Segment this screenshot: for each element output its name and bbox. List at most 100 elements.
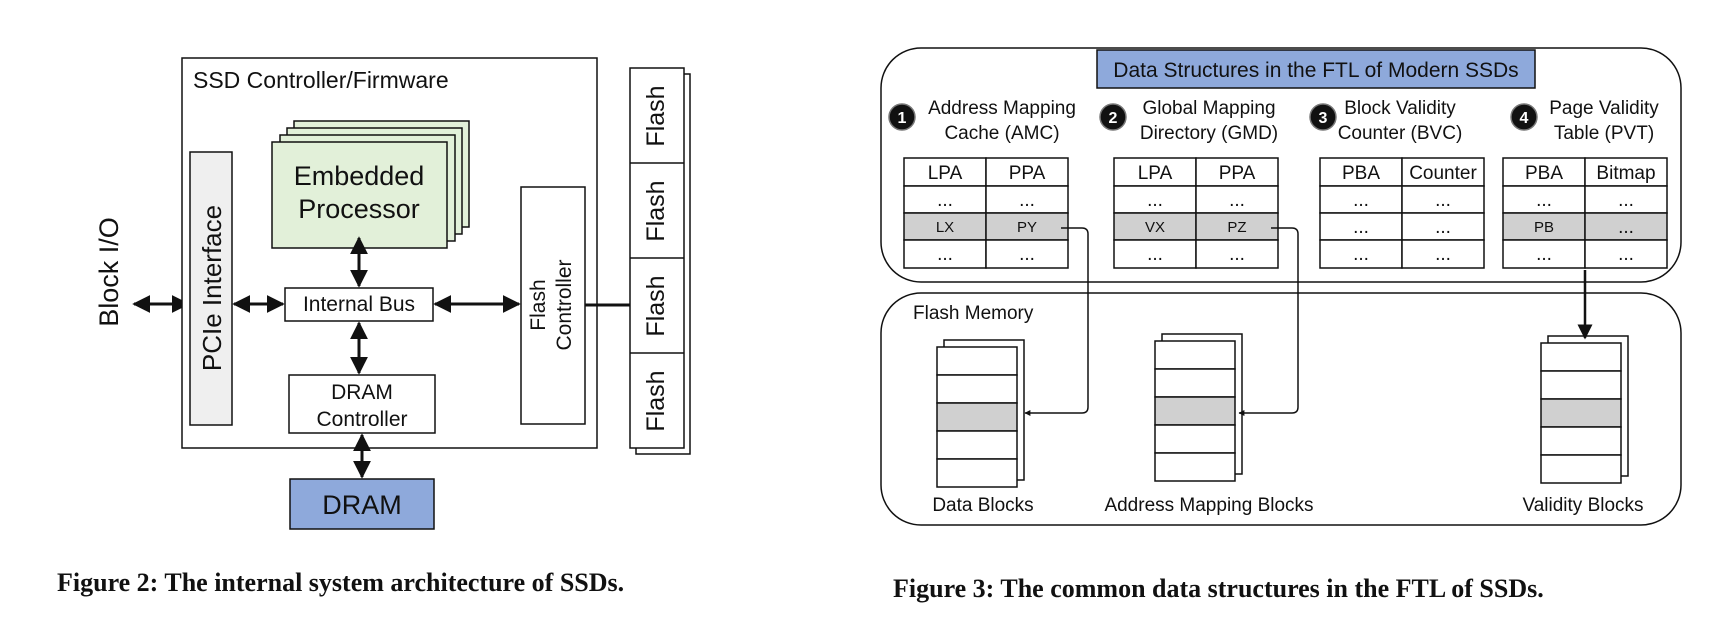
flash-memory-panel — [880, 292, 1682, 526]
dram-controller-box — [288, 374, 436, 434]
table-cell-text: ... — [1229, 244, 1245, 265]
gmd-to-mapping-blocks-arrow — [1238, 227, 1299, 416]
table-cell-text: ... — [1618, 190, 1634, 211]
flash-page-row — [936, 458, 1018, 488]
table-cell-text: ... — [937, 190, 953, 211]
ftl-title-box — [1096, 49, 1536, 89]
svg-text:Global Mapping: Global Mapping — [1142, 98, 1275, 119]
table-header-text: Bitmap — [1596, 163, 1655, 184]
validity-block-stack — [1540, 335, 1629, 484]
flash-controller-line2: Controller — [553, 259, 576, 350]
flash-page-row — [1540, 342, 1622, 372]
flash-page-row — [936, 430, 1018, 460]
table-cell-text: PY — [1017, 219, 1037, 236]
svg-text:Cache (AMC): Cache (AMC) — [944, 123, 1059, 144]
figure-2: Block I/O SSD Controller/Firmware PCIe I… — [57, 57, 691, 597]
table-cell-text: ... — [1353, 190, 1369, 211]
internal-bus-box — [284, 287, 434, 322]
validity-blocks-label: Validity Blocks — [1522, 495, 1643, 516]
svg-text:Table (PVT): Table (PVT) — [1554, 123, 1654, 144]
table-cell-text: ... — [1435, 244, 1451, 265]
svg-text:Directory (GMD): Directory (GMD) — [1140, 123, 1278, 144]
flash-page-row — [936, 374, 1018, 404]
table-header-text: LPA — [1138, 163, 1173, 184]
table-cell-text: ... — [1353, 217, 1369, 238]
table-cell-text: ... — [1536, 244, 1552, 265]
table-cell-text: ... — [1019, 244, 1035, 265]
flash-page-row — [1154, 424, 1236, 454]
table-header-text: PBA — [1342, 163, 1380, 184]
table-header-text: PPA — [1009, 163, 1046, 184]
table-cell-text: ... — [1618, 217, 1634, 238]
flash-page-row — [1540, 426, 1622, 456]
table-header-text: PBA — [1525, 163, 1563, 184]
table-cell — [1195, 212, 1279, 241]
table-cell — [1195, 239, 1279, 269]
dram-controller-line1: DRAM — [331, 381, 393, 404]
address-mapping-block-stack — [1154, 333, 1243, 482]
table-cell-text: ... — [1229, 190, 1245, 211]
embedded-processor-stack: Embedded Processor — [271, 120, 470, 249]
svg-text:3: 3 — [1319, 110, 1328, 127]
flash-page-row — [1540, 398, 1622, 428]
table-cell — [1319, 185, 1403, 214]
table-header-text: Counter — [1409, 163, 1477, 184]
table-cell — [903, 239, 987, 269]
embedded-processor-box — [271, 141, 448, 249]
table-cell — [985, 212, 1069, 241]
flash-chip-1: Flash — [642, 85, 670, 146]
flash-controller-box — [520, 186, 586, 425]
internal-bus-label: Internal Bus — [303, 293, 415, 316]
flash-page-row — [1540, 370, 1622, 400]
flash-memory-label: Flash Memory — [913, 303, 1034, 324]
flash-chip-2: Flash — [642, 180, 670, 241]
table-cell — [1195, 185, 1279, 214]
flash-chip-stack: Flash Flash Flash Flash — [629, 67, 691, 455]
table-cell — [1401, 239, 1485, 269]
ftl-title: Data Structures in the FTL of Modern SSD… — [1113, 59, 1518, 82]
table-cell — [1113, 185, 1197, 214]
dram-controller-line2: Controller — [316, 408, 407, 431]
table-cell — [1584, 185, 1668, 214]
figure-3-caption: Figure 3: The common data structures in … — [893, 574, 1544, 603]
table-cell-text: ... — [937, 244, 953, 265]
table-label-bvc: 3 Block Validity Counter (BVC) — [1309, 98, 1463, 144]
svg-text:Counter (BVC): Counter (BVC) — [1338, 123, 1463, 144]
address-mapping-blocks-label: Address Mapping Blocks — [1104, 495, 1313, 516]
table-header-cell — [1195, 157, 1279, 187]
table-cell — [1584, 239, 1668, 269]
pcie-interface-box — [189, 151, 233, 426]
table-cell-text: VX — [1145, 219, 1165, 236]
table-header-cell — [1113, 157, 1197, 187]
data-blocks-label: Data Blocks — [932, 495, 1033, 516]
table-header-text: PPA — [1219, 163, 1256, 184]
table-cell — [985, 185, 1069, 214]
embedded-processor-line2: Processor — [298, 194, 420, 224]
table-cell — [1113, 239, 1197, 269]
flash-page-row — [1154, 452, 1236, 482]
table-cell-text: PZ — [1227, 219, 1246, 236]
flash-page-row — [1540, 454, 1622, 484]
table-cell-text: ... — [1019, 190, 1035, 211]
dram-box — [289, 478, 435, 530]
block-io-label: Block I/O — [94, 217, 124, 327]
embedded-processor-line1: Embedded — [294, 161, 425, 191]
flash-block-stacks — [936, 333, 1629, 488]
svg-text:4: 4 — [1520, 110, 1529, 127]
flash-page-row — [1154, 396, 1236, 426]
table-cell — [1502, 212, 1586, 241]
table-header-cell — [985, 157, 1069, 187]
pcie-interface-label: PCIe Interface — [197, 205, 227, 371]
ssd-controller-title: SSD Controller/Firmware — [193, 67, 449, 93]
table-label-pvt: 4 Page Validity Table (PVT) — [1510, 98, 1659, 144]
table-header-text: LPA — [928, 163, 963, 184]
flash-controller-line1: Flash — [527, 279, 550, 330]
table-cell — [985, 239, 1069, 269]
table-cell — [1319, 239, 1403, 269]
table-cell-text: ... — [1536, 190, 1552, 211]
svg-text:1: 1 — [898, 110, 907, 127]
